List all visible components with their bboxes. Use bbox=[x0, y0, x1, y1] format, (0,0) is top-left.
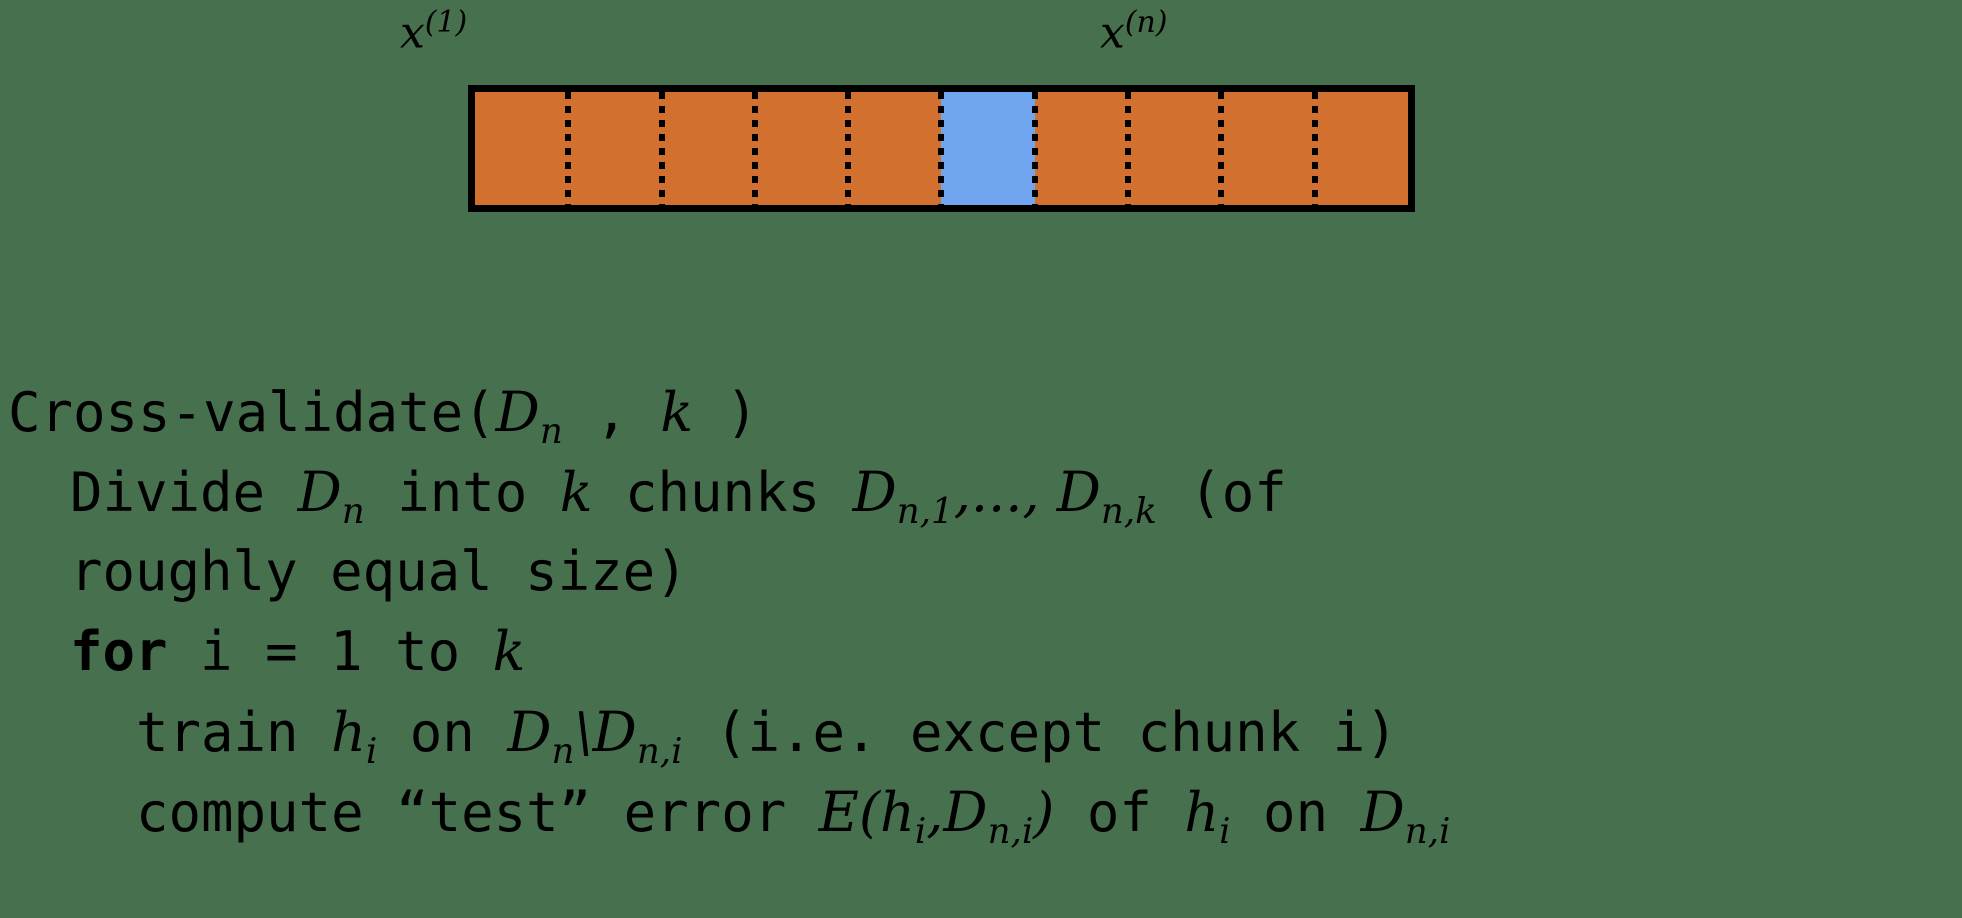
first-datapoint-superscript: (1) bbox=[424, 5, 468, 40]
pseudocode-block: Cross-validate(Dn , k )Divide Dn into k … bbox=[0, 372, 1962, 852]
code-line-for-loop: for i = 1 to k bbox=[0, 612, 1962, 692]
code-line-compute-error: compute “test” error E(hi,Dn,i) of hi on… bbox=[0, 772, 1962, 852]
code-line-divide-cont: roughly equal size) bbox=[0, 532, 1962, 612]
code-token-cal: D bbox=[297, 460, 342, 524]
code-token-cal: D bbox=[592, 700, 637, 764]
code-token-math: k bbox=[660, 381, 694, 444]
last-datapoint-label: x(n) bbox=[1100, 8, 1167, 56]
code-token-math: h bbox=[880, 781, 915, 844]
code-token-plain: into bbox=[364, 461, 560, 524]
code-token-plain: Cross-validate( bbox=[8, 381, 496, 444]
code-token-sub: i bbox=[365, 730, 378, 772]
code-token-sub: n,k bbox=[1100, 490, 1157, 532]
bar-endpoint-labels: x(1) x(n) bbox=[0, 0, 1962, 80]
training-chunk bbox=[1125, 92, 1222, 205]
code-line-signature: Cross-validate(Dn , k ) bbox=[0, 372, 1962, 452]
code-token-sub: n bbox=[539, 410, 563, 452]
code-token-sub: n,i bbox=[636, 730, 683, 772]
training-chunk bbox=[658, 92, 755, 205]
training-chunk bbox=[565, 92, 662, 205]
code-token-cal: D bbox=[1056, 460, 1101, 524]
training-chunk bbox=[751, 92, 849, 205]
code-line-train: train hi on Dn\Dn,i (i.e. except chunk i… bbox=[0, 692, 1962, 772]
code-token-sub: i bbox=[1219, 810, 1231, 852]
code-token-math: ) bbox=[1033, 781, 1055, 844]
code-token-cal: D bbox=[495, 380, 540, 444]
held-out-chunk bbox=[938, 92, 1035, 205]
code-token-cal: D bbox=[507, 700, 552, 764]
code-token-sub: i bbox=[914, 810, 927, 852]
code-token-plain: roughly equal size) bbox=[70, 540, 688, 603]
code-token-math: \ bbox=[574, 701, 593, 764]
dataset-bar bbox=[468, 85, 1415, 212]
code-token-sub: n bbox=[551, 730, 575, 772]
code-token-plain: of bbox=[1054, 781, 1185, 844]
cross-validation-figure: x(1) x(n) bbox=[0, 0, 1962, 250]
code-token-plain: (of bbox=[1156, 461, 1287, 524]
training-chunk bbox=[1031, 92, 1129, 205]
code-token-plain: chunks bbox=[592, 461, 853, 524]
code-token-sub: n,i bbox=[1404, 810, 1451, 852]
training-chunk bbox=[1218, 92, 1315, 205]
code-token-plain: ) bbox=[693, 381, 759, 444]
code-token-plain: train bbox=[136, 701, 332, 764]
code-token-math: h bbox=[331, 701, 366, 764]
code-token-math: k bbox=[559, 461, 593, 524]
code-token-sub: n bbox=[341, 490, 365, 532]
training-chunk bbox=[475, 92, 569, 205]
code-token-plain: i = 1 to bbox=[167, 620, 493, 683]
code-token-math: k bbox=[492, 620, 526, 683]
code-token-kw: for bbox=[70, 620, 168, 683]
code-token-cal: E bbox=[818, 780, 859, 844]
code-token-plain: on bbox=[377, 701, 508, 764]
code-token-plain: , bbox=[562, 381, 661, 444]
first-datapoint-label: x(1) bbox=[400, 8, 467, 56]
training-chunk bbox=[845, 92, 942, 205]
code-token-plain: (i.e. except chunk i) bbox=[682, 701, 1398, 764]
last-datapoint-superscript: (n) bbox=[1124, 5, 1168, 40]
code-token-cal: D bbox=[943, 780, 988, 844]
code-token-sub: n,i bbox=[987, 810, 1034, 852]
code-line-divide: Divide Dn into k chunks Dn,1,..., Dn,k (… bbox=[0, 452, 1962, 532]
code-token-cal: D bbox=[852, 460, 897, 524]
code-token-math: ( bbox=[858, 781, 881, 844]
training-chunk bbox=[1311, 92, 1408, 205]
last-datapoint-base: x bbox=[1100, 7, 1125, 59]
code-token-math: , bbox=[926, 781, 944, 844]
code-token-plain: on bbox=[1230, 781, 1361, 844]
code-token-math: ,..., bbox=[953, 461, 1057, 524]
code-token-plain: compute “test” error bbox=[136, 781, 819, 844]
code-token-cal: D bbox=[1360, 780, 1405, 844]
code-token-plain: Divide bbox=[70, 461, 298, 524]
code-token-sub: n,1 bbox=[896, 490, 954, 532]
code-token-math: h bbox=[1184, 781, 1220, 844]
first-datapoint-base: x bbox=[400, 7, 425, 59]
